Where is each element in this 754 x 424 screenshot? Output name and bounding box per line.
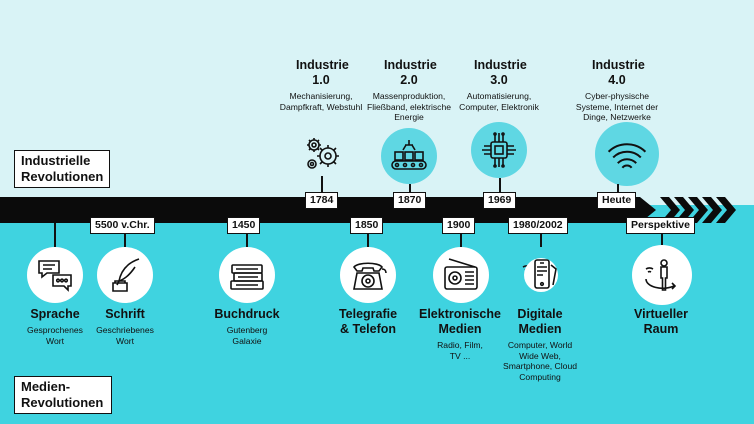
speech-bubble-icon [38, 260, 72, 292]
media-telegrafie-title: Telegrafie & Telefon [338, 307, 398, 336]
media-virtuell-circle [632, 245, 692, 305]
media-schrift-circle [97, 247, 153, 303]
industry-4-title: Industrie 4.0 [592, 58, 645, 87]
media-elektronisch: Elektronische Medien Radio, Film, TV ... [405, 307, 515, 361]
industry-1-stem [321, 176, 323, 194]
media-telegrafie-stem [367, 232, 369, 247]
quill-ink-icon [112, 258, 140, 292]
media-digital-year: 1980/2002 [508, 217, 568, 234]
industry-2-era: Industrie 2.0 Massenproduktion, Fließban… [354, 58, 464, 123]
industry-1-year: 1784 [305, 192, 339, 209]
media-buchdruck-stem [246, 232, 248, 247]
media-virtuell-stem [661, 232, 663, 245]
wifi-icon [607, 143, 647, 169]
media-digital: Digitale Medien Computer, World Wide Web… [485, 307, 595, 382]
industry-3-circle [471, 122, 527, 178]
media-sprache: Sprache Gesprochenes Wort [0, 307, 110, 346]
industry-2-title: Industrie 2.0 [384, 58, 437, 87]
media-buchdruck-year: 1450 [227, 217, 261, 234]
media-digital-circle [513, 247, 569, 303]
industry-2-circle [381, 128, 437, 184]
media-elektronisch-year: 1900 [442, 217, 476, 234]
media-buchdruck: Buchdruck Gutenberg Galaxie [192, 307, 302, 346]
media-elektronisch-circle [433, 247, 489, 303]
industry-1-circle [293, 126, 349, 182]
industry-3-stem [499, 178, 501, 194]
industry-1-era: Industrie 1.0 Mechanisierung, Dampfkraft… [266, 58, 376, 112]
media-sprache-desc: Gesprochenes Wort [27, 325, 83, 346]
media-schrift-desc: Geschriebenes Wort [96, 325, 154, 346]
media-schrift-title: Schrift [105, 307, 145, 321]
bottom-background [0, 205, 754, 424]
industry-2-stem [409, 184, 411, 194]
media-elektronisch-stem [460, 232, 462, 247]
media-sprache-title: Sprache [30, 307, 80, 321]
industry-4-stem [617, 184, 619, 194]
media-sprache-circle [27, 247, 83, 303]
media-telegrafie-circle [340, 247, 396, 303]
smartphone-icon [522, 258, 558, 292]
media-digital-stem [540, 232, 542, 247]
media-telegrafie: Telegrafie & Telefon [313, 307, 423, 337]
telephone-icon [352, 262, 387, 290]
virtual-person-icon [645, 259, 677, 291]
media-schrift: Schrift Geschriebenes Wort [70, 307, 180, 346]
media-elektronisch-desc: Radio, Film, TV ... [437, 340, 483, 361]
industrial-revolutions-label: Industrielle Revolutionen [14, 150, 110, 188]
media-digital-desc: Computer, World Wide Web, Smartphone, Cl… [502, 340, 578, 382]
media-digital-title: Digitale Medien [517, 307, 563, 336]
industry-4-era: Industrie 4.0 Cyber-physische Systeme, I… [562, 58, 672, 123]
media-schrift-stem [124, 232, 126, 247]
media-buchdruck-desc: Gutenberg Galaxie [226, 325, 268, 346]
media-buchdruck-title: Buchdruck [214, 307, 280, 321]
gears-icon [307, 138, 339, 169]
industry-4-desc: Cyber-physische Systeme, Internet der Di… [575, 91, 659, 122]
industry-2-desc: Massenproduktion, Fließband, elektrische… [366, 91, 452, 122]
industry-2-year: 1870 [393, 192, 427, 209]
media-elektronisch-title: Elektronische Medien [419, 307, 501, 336]
conveyor-belt-icon [391, 140, 427, 170]
industry-3-title: Industrie 3.0 [474, 58, 527, 87]
media-sprache-stem [54, 223, 56, 247]
media-revolutions-label: Medien-Revolutionen [14, 376, 112, 414]
industry-1-title: Industrie 1.0 [296, 58, 349, 87]
media-virtuell: Virtueller Raum [606, 307, 716, 337]
media-virtuell-year: Perspektive [626, 217, 695, 234]
microchip-icon [482, 132, 516, 168]
industry-4-circle [595, 122, 659, 186]
media-virtuell-title: Virtueller Raum [634, 307, 688, 336]
media-telegrafie-year: 1850 [350, 217, 384, 234]
industry-3-desc: Automatisierung, Computer, Elektronik [459, 91, 539, 112]
industry-1-desc: Mechanisierung, Dampfkraft, Webstuhl [279, 91, 363, 112]
timeline-arrowhead [640, 197, 656, 223]
books-icon [230, 264, 264, 290]
media-buchdruck-circle [219, 247, 275, 303]
media-schrift-year: 5500 v.Chr. [90, 217, 155, 234]
industry-3-year: 1969 [483, 192, 517, 209]
radio-icon [444, 258, 478, 290]
industry-4-year: Heute [597, 192, 637, 209]
industry-3-era: Industrie 3.0 Automatisierung, Computer,… [444, 58, 554, 112]
